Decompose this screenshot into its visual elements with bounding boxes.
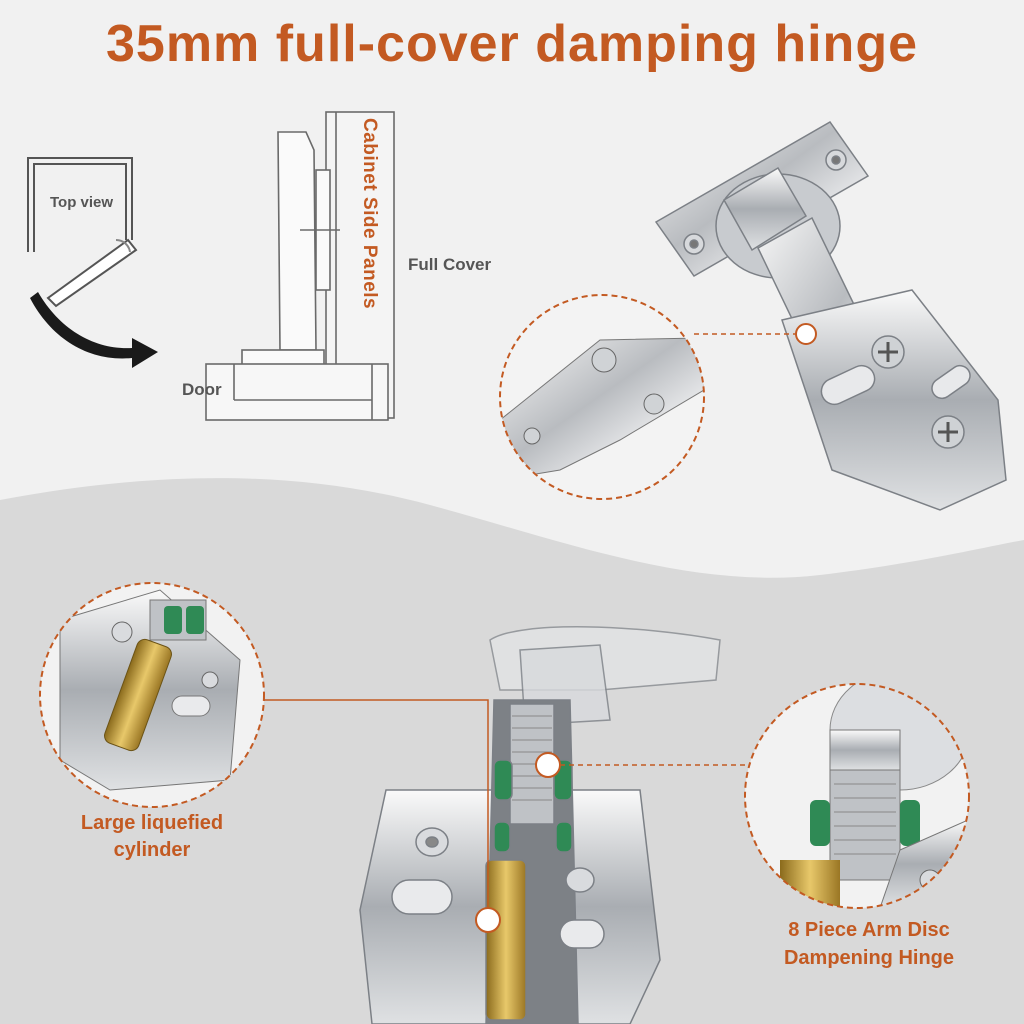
label-door: Door — [182, 380, 222, 399]
callout-arm-line2: Dampening Hinge — [783, 947, 954, 969]
zoom-ring-left — [39, 582, 265, 808]
callout-dot-arm — [535, 752, 561, 778]
callout-dot-top — [795, 323, 817, 345]
zoom-circle-left — [40, 583, 264, 807]
zoom-ring-right — [744, 683, 970, 909]
zoom-circle-top — [500, 295, 704, 499]
callout-line-cylinder — [262, 699, 489, 908]
callout-arm-disc: 8 Piece Arm Disc Dampening Hinge — [758, 916, 980, 972]
callout-cylinder: Large liquefied cylinder — [52, 810, 252, 864]
callout-cylinder-line1: Large liquefied — [80, 812, 224, 834]
hinge-product-bottom — [359, 626, 721, 1024]
zoom-ring-top — [499, 294, 705, 500]
label-full-cover: Full Cover — [408, 255, 492, 274]
page-title: 35mm full-cover damping hinge — [105, 15, 919, 73]
rotation-arrow-icon — [30, 292, 158, 368]
zoom-circle-right — [745, 684, 969, 908]
hinge-product-top — [654, 121, 1007, 511]
callout-arm-line1: 8 Piece Arm Disc — [788, 919, 950, 941]
callout-cylinder-line2: cylinder — [113, 839, 191, 861]
label-cabinet-side-panels: Cabinet Side Panels — [359, 118, 380, 310]
top-view-diagram — [27, 157, 138, 308]
side-view-diagram — [205, 111, 395, 421]
label-top-view: Top view — [50, 194, 114, 211]
callout-dot-cylinder — [475, 907, 501, 933]
